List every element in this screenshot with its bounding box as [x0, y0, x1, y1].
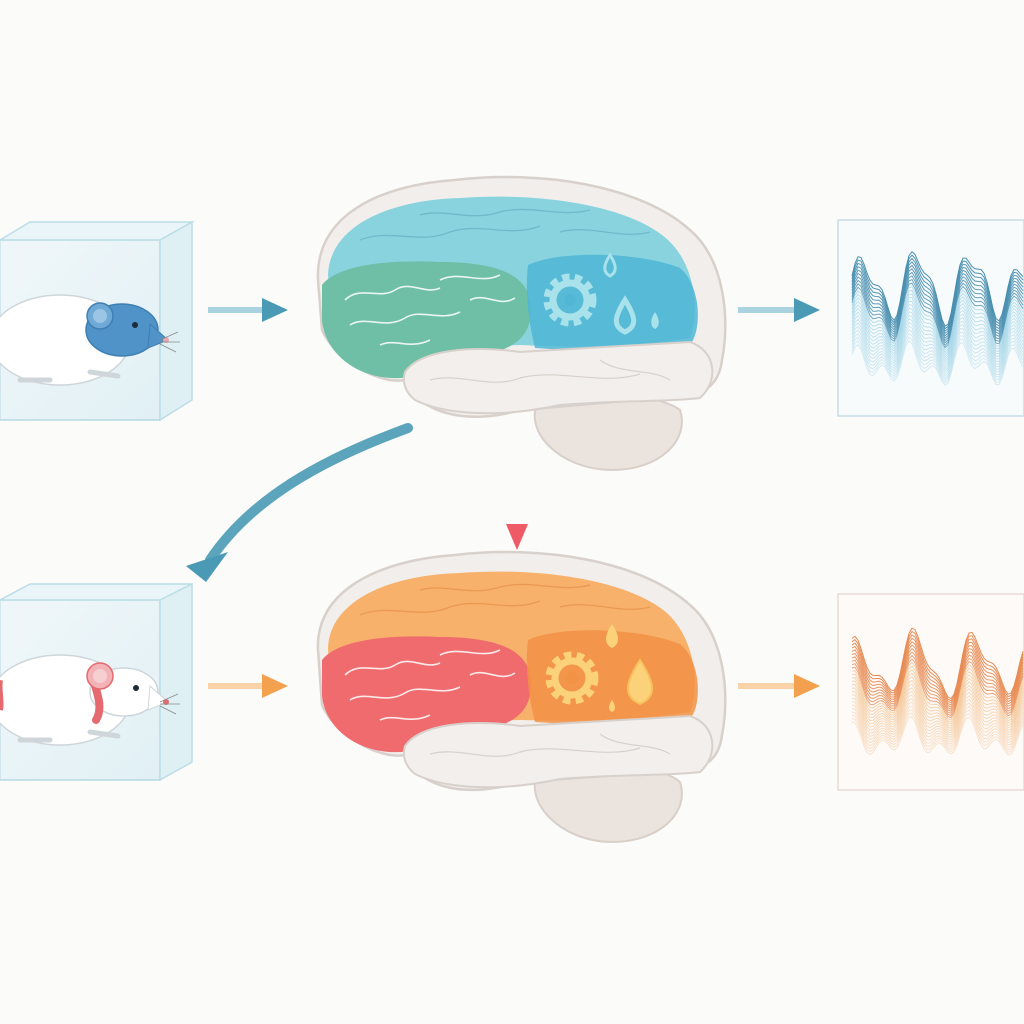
wave-line — [851, 683, 1024, 734]
arrow-brain-to-signal — [738, 674, 820, 698]
lower-lobe — [402, 340, 714, 415]
wave-line — [851, 672, 1024, 727]
wave-line — [851, 332, 1024, 382]
wave-line — [851, 644, 1024, 710]
wave-line — [851, 634, 1024, 704]
wave-line — [851, 278, 1024, 347]
lower-lobe — [402, 714, 714, 789]
wave-line — [851, 275, 1024, 344]
wave-line — [851, 669, 1024, 725]
wave-line — [851, 300, 1024, 360]
wave-line — [851, 336, 1024, 384]
wave-line — [851, 318, 1024, 372]
wave-line — [851, 661, 1024, 721]
arrow-mouse-to-brain — [208, 674, 288, 698]
wave-line — [851, 679, 1024, 732]
row-altered — [0, 550, 1024, 844]
wave-line — [851, 705, 1024, 748]
wave-line — [851, 271, 1024, 342]
vertical-arrow — [506, 448, 528, 550]
wave-line — [851, 286, 1024, 351]
wave-line — [851, 640, 1024, 708]
wave-line — [851, 293, 1024, 356]
gear-icon — [543, 273, 597, 327]
wave-line — [851, 311, 1024, 367]
wave-line — [851, 257, 1024, 332]
wave-line — [851, 254, 1024, 330]
curved-arrow — [186, 423, 413, 582]
waveform-altered — [851, 627, 1024, 756]
wave-line — [851, 709, 1024, 751]
brain — [316, 175, 727, 472]
wave-line — [851, 297, 1024, 358]
wave-line — [851, 665, 1024, 723]
wave-line — [851, 637, 1024, 706]
wave-line — [851, 329, 1024, 379]
waveform-control — [851, 250, 1024, 387]
row-control — [0, 175, 1024, 472]
wave-line — [851, 340, 1024, 387]
wave-line — [851, 647, 1024, 712]
signal-panel — [837, 593, 1024, 791]
wave-line — [851, 716, 1024, 756]
wave-line — [851, 314, 1024, 370]
wave-line — [851, 325, 1024, 377]
wave-line — [851, 250, 1024, 327]
wave-line — [851, 321, 1024, 375]
wave-line — [851, 658, 1024, 719]
arrow-mouse-to-brain — [208, 298, 288, 322]
wave-line — [851, 282, 1024, 349]
wave-line — [851, 630, 1024, 702]
mouse — [0, 294, 180, 386]
wave-line — [851, 654, 1024, 716]
brain — [316, 550, 727, 844]
wave-line — [851, 304, 1024, 363]
wave-line — [851, 701, 1024, 746]
wave-line — [851, 627, 1024, 700]
droplet-icon — [606, 624, 653, 712]
signal-panel — [837, 219, 1024, 417]
wave-line — [852, 687, 1024, 736]
wave-line — [851, 261, 1024, 335]
droplet-icon — [603, 252, 659, 335]
wave-line — [851, 694, 1024, 741]
gear-icon — [545, 651, 599, 705]
wave-line — [851, 289, 1024, 353]
wave-line — [851, 651, 1024, 714]
wave-line — [851, 698, 1024, 743]
wave-line — [851, 676, 1024, 729]
arrow-brain-to-signal — [738, 298, 820, 322]
wave-line — [851, 307, 1024, 365]
wave-line — [851, 712, 1024, 753]
wave-line — [852, 690, 1024, 739]
mouse — [0, 654, 180, 746]
wave-line — [851, 264, 1024, 337]
wave-line — [851, 268, 1024, 339]
